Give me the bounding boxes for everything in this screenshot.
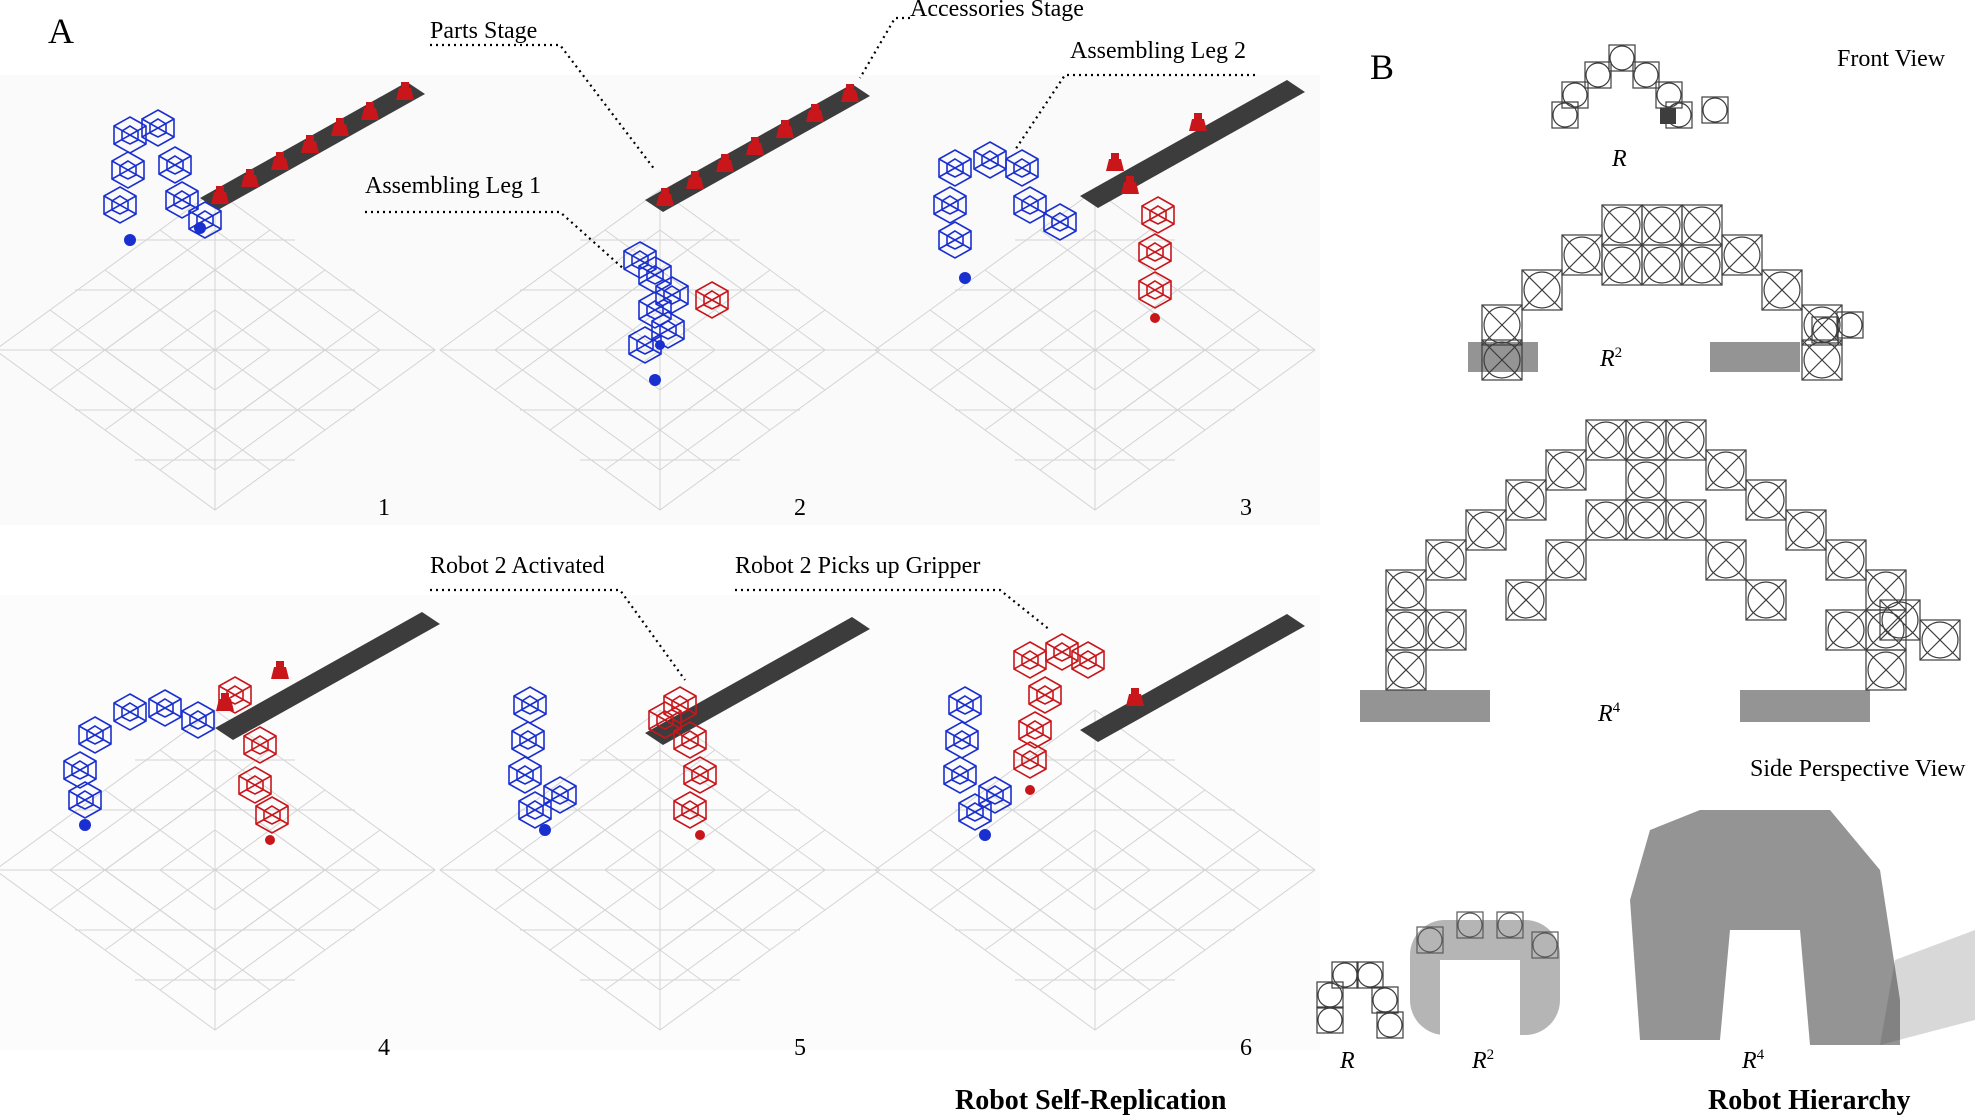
- frame-4: [0, 612, 440, 1031]
- robot-1-blue: [63, 689, 215, 831]
- assembling-leg-2-callout: Assembling Leg 2: [1070, 38, 1246, 64]
- step-number-1: 1: [378, 495, 390, 521]
- r4-label-front: R4: [1598, 700, 1621, 727]
- robot-r2-side: [1410, 911, 1560, 1040]
- robot-r4-side: [1630, 810, 1975, 1045]
- panel-a-label: A: [48, 11, 74, 51]
- robot-1-blue: [623, 241, 689, 386]
- frame-1: [0, 82, 436, 511]
- frame-2: [439, 84, 881, 511]
- leader-parts-stage: [430, 43, 656, 171]
- robot-r2-front: [1468, 204, 1864, 381]
- r2-label-side: R2: [1472, 1047, 1495, 1074]
- step-number-5: 5: [794, 1035, 806, 1061]
- r-label-front: R: [1612, 146, 1627, 172]
- robot-2-red: [1138, 196, 1175, 323]
- assembling-leg-1-callout: Assembling Leg 1: [365, 173, 541, 199]
- r-label-side: R: [1340, 1048, 1355, 1074]
- side-view-label: Side Perspective View: [1750, 756, 1966, 782]
- robot-2-red: [648, 686, 717, 840]
- robot-1-blue: [933, 141, 1077, 284]
- robot2-gripper-callout: Robot 2 Picks up Gripper: [735, 553, 981, 579]
- r2-label-front: R2: [1600, 345, 1623, 372]
- robot-1-blue: [508, 686, 577, 836]
- step-number-6: 6: [1240, 1035, 1252, 1061]
- parts-stage-callout: Parts Stage: [430, 18, 538, 44]
- frame-6: [874, 614, 1316, 1031]
- leader-accessories-stage: [859, 16, 910, 79]
- robot-r-side: [1316, 961, 1404, 1039]
- panel-b-label: B: [1370, 47, 1395, 87]
- leader-robot2-gripper: [735, 588, 1051, 631]
- frame-5: [439, 617, 881, 1031]
- frame-3: [874, 80, 1316, 511]
- robot-2-red: [1013, 633, 1105, 795]
- leader-assembling-leg-1: [365, 210, 626, 271]
- step-number-2: 2: [794, 495, 806, 521]
- robot-2-red: [218, 676, 289, 845]
- robot-1-blue: [103, 109, 222, 246]
- robot-r-front: [1551, 44, 1729, 129]
- leader-robot2-activated: [430, 588, 686, 681]
- front-view-label: Front View: [1837, 46, 1946, 72]
- step-number-3: 3: [1240, 495, 1252, 521]
- self-replication-caption: Robot Self-Replication: [955, 1085, 1227, 1116]
- hierarchy-caption: Robot Hierarchy: [1708, 1085, 1911, 1116]
- accessories-stage-callout: Accessories Stage: [910, 0, 1084, 22]
- robot2-activated-callout: Robot 2 Activated: [430, 553, 605, 579]
- robot-r4-front: [1360, 419, 1961, 722]
- robot-1-blue: [943, 686, 1012, 841]
- r4-label-side: R4: [1742, 1047, 1765, 1074]
- step-number-4: 4: [378, 1035, 390, 1061]
